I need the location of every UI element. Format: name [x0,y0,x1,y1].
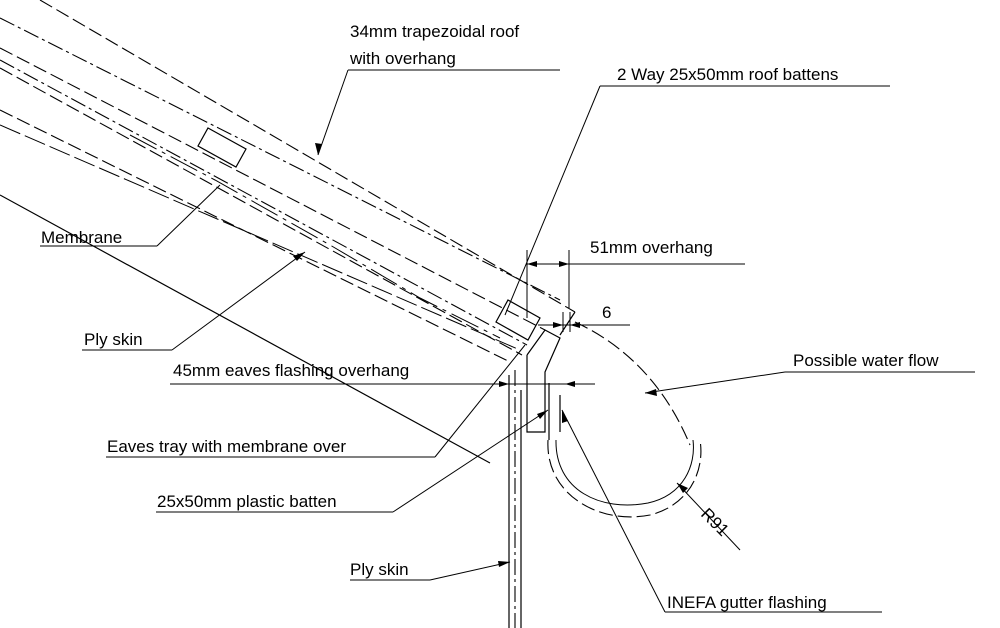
leader-roof [315,69,560,156]
roof-underlayers [0,59,528,363]
label-battens: 2 Way 25x50mm roof battens [617,65,838,84]
label-water-flow: Possible water flow [793,351,939,370]
wall-ply-skin [508,370,522,628]
dimension-51mm [526,250,745,318]
label-gap: 6 [602,303,611,322]
leader-plastic-batten [156,409,549,513]
label-roof-line1: 34mm trapezoidal roof [350,22,519,41]
ply-skin-roof-line [0,194,491,464]
label-overhang: 51mm overhang [590,238,713,257]
leader-ply-bottom [350,561,511,581]
dimension-6 [538,312,630,332]
leader-eaves-tray [106,344,526,458]
leader-ply-top [82,251,306,351]
label-eaves-overhang: 45mm eaves flashing overhang [173,361,409,380]
gutter-flashing-leg [548,383,561,440]
water-flow-path [574,321,691,446]
roof-batten [197,127,247,168]
label-plastic-batten: 25x50mm plastic batten [157,492,337,511]
gutter-outer [547,439,702,518]
label-membrane: Membrane [41,228,122,247]
label-eaves-tray: Eaves tray with membrane over [107,437,346,456]
roof-overhang-edge [559,311,576,336]
leader-battens [504,85,890,316]
leader-water-flow [644,371,975,396]
label-ply-skin-bottom: Ply skin [350,560,409,579]
gutter-inner [555,439,694,506]
radius-leader [676,482,741,551]
label-roof-line2: with overhang [349,49,456,68]
leader-gutter-flashing [561,409,882,613]
label-gutter-flashing: INEFA gutter flashing [667,593,827,612]
membrane-layer [0,124,521,351]
eaves-batten [495,299,541,341]
plastic-batten-block [526,329,561,433]
dimension-45mm [170,381,595,387]
leader-membrane [40,184,221,247]
label-ply-skin-top: Ply skin [84,330,143,349]
roof-sheet [0,0,576,331]
